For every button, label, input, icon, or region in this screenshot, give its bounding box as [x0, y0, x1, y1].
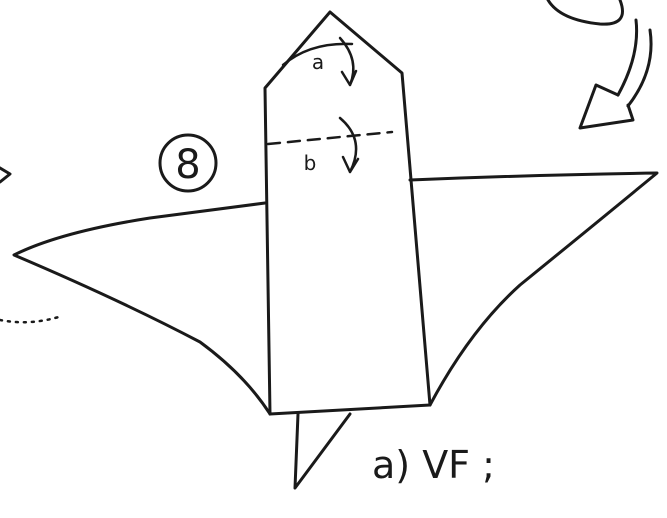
left-dotted-trail	[0, 314, 64, 324]
curved-arrow-head	[578, 83, 635, 130]
caption-label: a) VF ;	[372, 443, 495, 487]
fold-line-b	[266, 130, 394, 146]
step-number-circle	[158, 133, 218, 193]
fold-arrow-a	[338, 36, 358, 87]
right-wing-outline	[408, 171, 659, 407]
fold-label-b: b	[304, 151, 317, 175]
left-edge-arrow-fragment	[0, 166, 12, 184]
curved-arrow-shaft	[616, 18, 653, 108]
left-wing-outline	[12, 201, 272, 416]
step-number-label: 8	[175, 142, 200, 188]
fold-label-a: a	[312, 50, 324, 74]
central-column-outline	[263, 10, 432, 416]
tail-outline	[293, 412, 352, 490]
curved-arrow-top-right	[546, 0, 624, 26]
fold-arrow-b	[338, 116, 360, 174]
